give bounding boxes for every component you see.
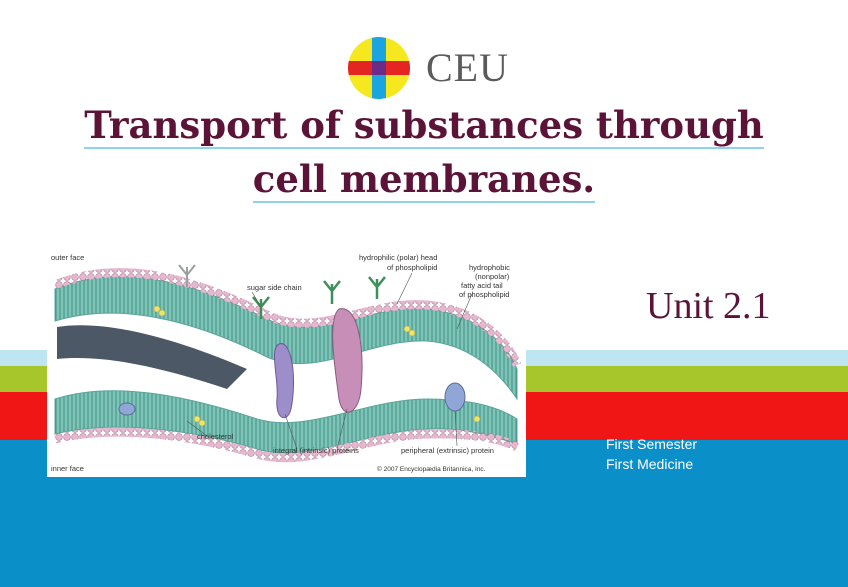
label-hydrophobic-4: of phospholipid xyxy=(459,290,509,299)
label-outer-face: outer face xyxy=(51,253,84,262)
label-cholesterol: cholesterol xyxy=(197,432,234,441)
label-hydrophobic-2: (nonpolar) xyxy=(475,272,510,281)
membrane-illustration: outer face inner face sugar side chain h… xyxy=(47,249,526,477)
slide-title: Transport of substances through cell mem… xyxy=(30,98,818,206)
unit-number: Unit 2.1 xyxy=(646,284,771,328)
label-hydrophilic-head-1: hydrophilic (polar) head xyxy=(359,253,437,262)
course-info: First Semester First Medicine xyxy=(606,434,697,474)
ceu-cross-logo-icon xyxy=(348,37,410,99)
label-peripheral-protein: peripheral (extrinsic) protein xyxy=(401,446,494,455)
figure-copyright: © 2007 Encyclopædia Britannica, Inc. xyxy=(377,465,486,473)
semester-label: First Semester xyxy=(606,434,697,454)
cell-membrane-diagram: outer face inner face sugar side chain h… xyxy=(47,249,526,477)
label-integral-proteins: integral (intrinsic) proteins xyxy=(273,446,359,455)
title-line-1: Transport of substances through xyxy=(84,103,764,149)
label-hydrophobic-3: fatty acid tail xyxy=(461,281,503,290)
label-sugar-side-chain: sugar side chain xyxy=(247,283,302,292)
label-hydrophobic-1: hydrophobic xyxy=(469,263,510,272)
logo-text: CEU xyxy=(426,43,509,93)
program-label: First Medicine xyxy=(606,454,697,474)
label-hydrophilic-head-2: of phospholipid xyxy=(387,263,437,272)
label-inner-face: inner face xyxy=(51,464,84,473)
ceu-logo: CEU xyxy=(346,37,516,101)
title-line-2: cell membranes. xyxy=(253,157,595,203)
